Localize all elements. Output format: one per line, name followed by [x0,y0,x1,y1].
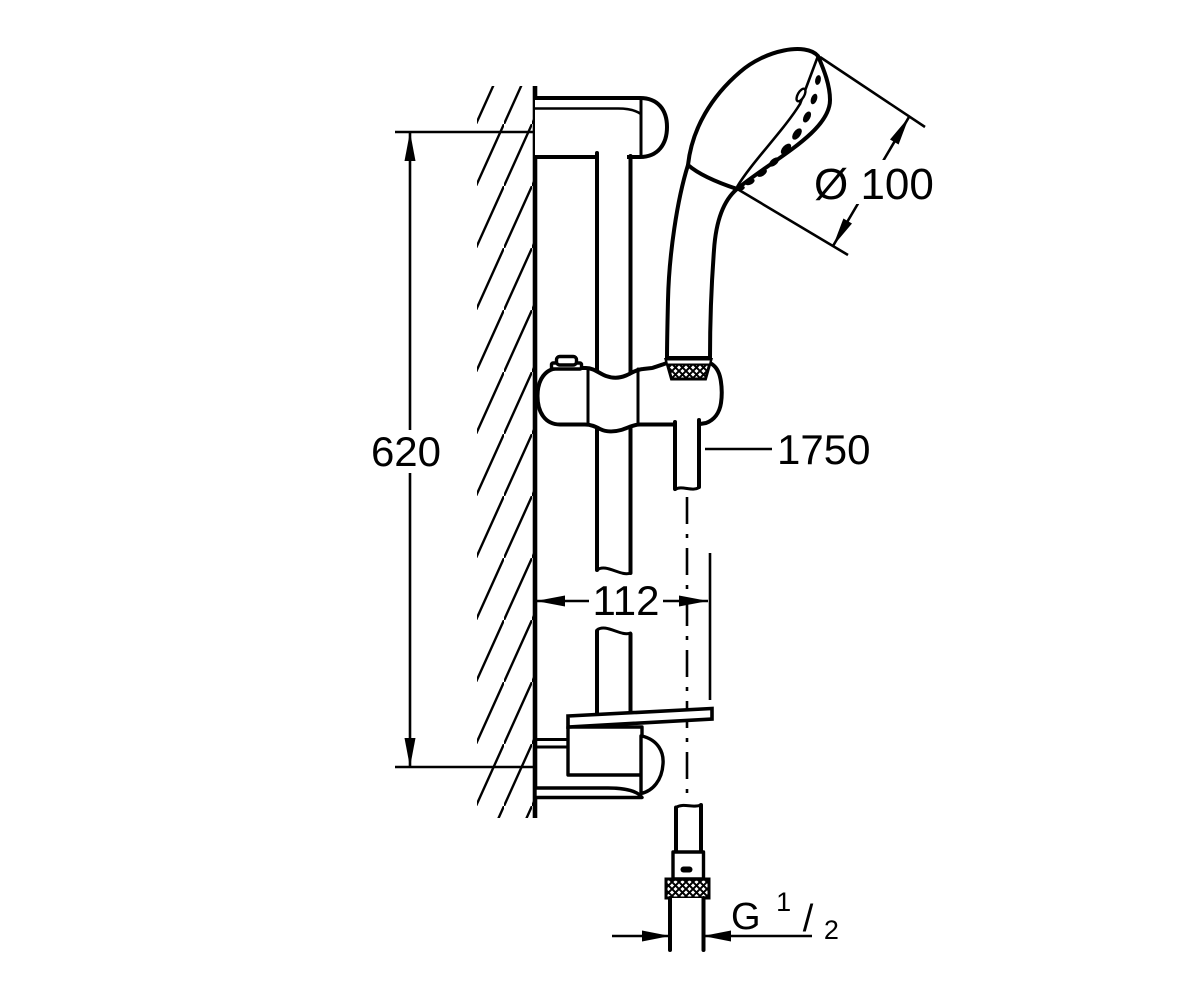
spray-face-inner-rim [735,55,820,188]
dimension-head-diameter: Ø 100 [733,55,940,257]
clamp-knob-cap [554,354,579,367]
dimension-hose-length: 1750 [705,426,870,473]
bracket-bulge [639,734,665,796]
slider-holder [535,354,724,434]
handle-cone-nut-band [664,358,713,366]
shower-head [686,47,832,191]
arrowhead-down [404,738,416,767]
knurled-connection-nut [664,877,711,900]
shower-handle [665,163,739,360]
wall-hatch [477,86,534,818]
top-wall-bracket [533,96,669,159]
rail-tube-lower [595,626,633,718]
spray-nozzles [737,75,821,192]
fitting-collar [671,850,706,881]
arrowhead-right [642,930,670,942]
arrowhead-up [404,132,416,161]
thread-slash: / [803,898,814,940]
thread-denominator: 2 [824,915,839,945]
bracket-lower-arm [533,786,644,800]
dimension-wall-offset: 112 [536,553,712,700]
tube-break-line [595,566,632,576]
dimension-rail-height: 620 [371,130,534,769]
wall-section [477,86,538,818]
soap-dish-tray [566,706,714,729]
hose-break-line [674,803,703,809]
wall-offset-label: 112 [593,577,660,624]
top-bracket-contour-line [535,107,642,116]
hose-end-fitting [664,803,711,952]
bracket-body [566,725,644,777]
fitting-collar-slot [680,866,693,873]
arrowhead-right [679,595,708,607]
shower-hose [673,418,701,491]
rail-height-label: 620 [371,428,441,475]
arrowhead-left [536,595,565,607]
hand-shower [665,47,832,360]
thread-prefix: G [731,896,761,938]
hose-break-line [673,486,701,491]
extension-line [819,55,926,129]
face-center-detail [795,87,807,103]
extension-line [733,185,849,257]
hose-length-label: 1750 [777,426,870,473]
thread-numerator: 1 [776,887,791,917]
head-diameter-label: Ø 100 [814,160,934,209]
tube-break-line [595,626,632,636]
arrowhead-left [703,930,731,942]
arrowhead-upper [890,117,909,145]
arrowhead-lower [833,218,852,246]
bottom-wall-bracket [533,706,714,800]
dimension-thread-size: G 1 / 2 [612,878,839,945]
thread-size-label: G 1 / 2 [731,878,839,945]
rail-tube-upper [595,150,633,576]
